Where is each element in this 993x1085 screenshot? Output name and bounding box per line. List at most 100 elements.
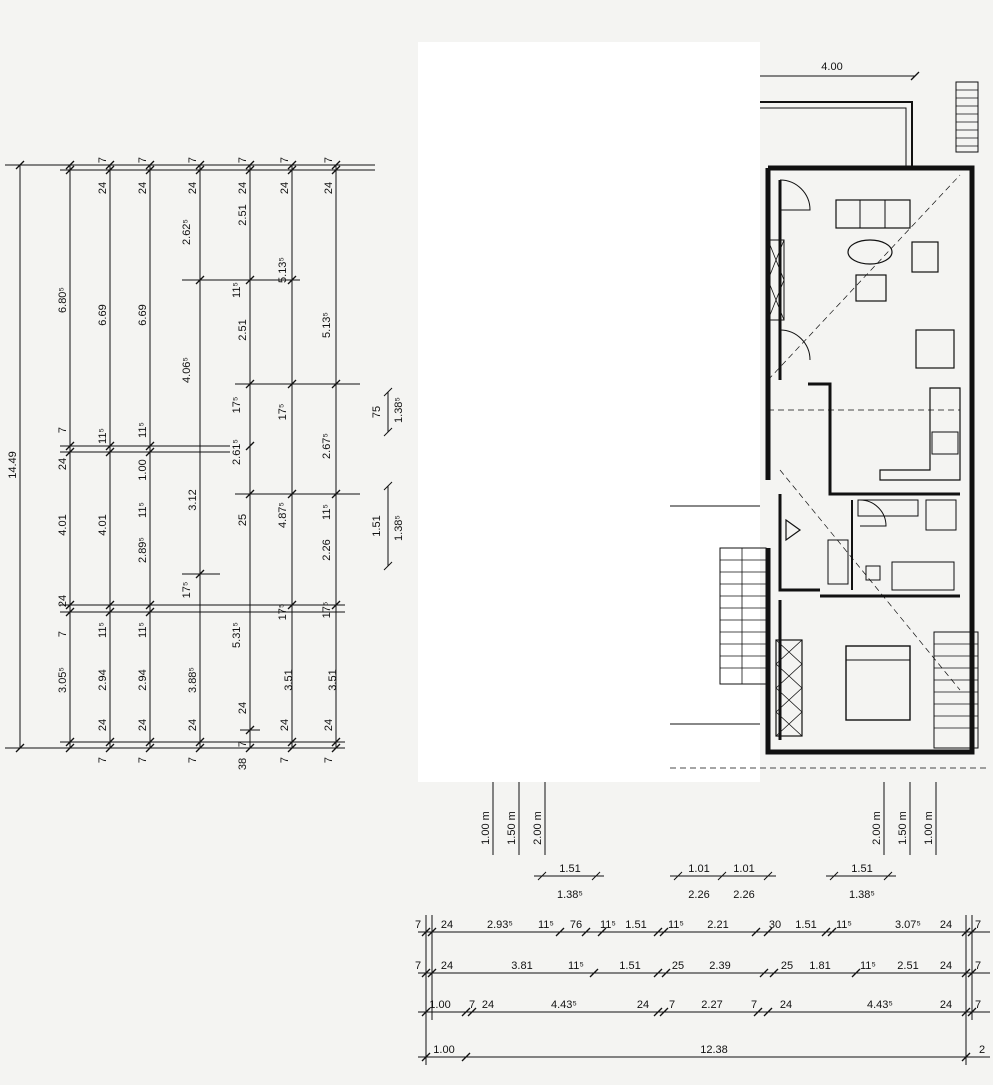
dim-end-label: 24 <box>97 719 109 731</box>
dim-label: 11⁵ <box>668 919 684 931</box>
dim-label: 1.00 <box>137 459 149 480</box>
dim-label: 2.94 <box>97 669 109 690</box>
dim-label: 7 <box>975 919 981 931</box>
dim-label: 24 <box>940 960 952 972</box>
window-height-label: 2.26 <box>733 889 754 901</box>
dim-label: 2.27 <box>701 999 722 1011</box>
window-dim-label: 75 <box>371 406 383 418</box>
dim-label: 11⁵ <box>137 422 149 438</box>
dim-end-label: 7 <box>187 757 199 763</box>
dim-label: 11⁵ <box>97 622 109 638</box>
dim-label: 2.51 <box>237 319 249 340</box>
dim-label: 2.26 <box>321 539 333 560</box>
dim-label: 24 <box>940 919 952 931</box>
dim-label: 11⁵ <box>321 504 333 520</box>
dim-label: 2 <box>979 1044 985 1056</box>
dim-end-label: 24 <box>323 719 335 731</box>
dim-label: 6.69 <box>97 304 109 325</box>
dim-label: 11⁵ <box>137 622 149 638</box>
dim-end-label: 24 <box>323 182 335 194</box>
window-height-label: 1.50 m <box>506 811 518 845</box>
dim-label: 4.06⁵ <box>181 357 193 383</box>
window-height-label: 1.00 m <box>480 811 492 845</box>
dim-label: 2.62⁵ <box>181 219 193 245</box>
window-height-label: 2.00 m <box>532 811 544 845</box>
window-height-label: 1.38⁵ <box>849 889 875 901</box>
dim-end-label: 7 <box>279 757 291 763</box>
dim-end-label: 24 <box>97 182 109 194</box>
blank-area <box>418 42 760 782</box>
dim-label: 2.51 <box>237 204 249 225</box>
dim-label: 7 <box>415 919 421 931</box>
dim-label: 7 <box>669 999 675 1011</box>
window-dim-label: 1.51 <box>371 515 383 536</box>
left-dimension-ticks <box>15 160 341 753</box>
dim-label: 4.87⁵ <box>277 502 289 528</box>
dim-label: 5.31⁵ <box>231 622 243 648</box>
dim-end-label: 24 <box>237 182 249 194</box>
dim-label: 17⁵ <box>277 404 289 421</box>
dim-label: 25 <box>781 960 793 972</box>
dim-label: 17⁵ <box>231 397 243 414</box>
dim-label: 24 <box>637 999 649 1011</box>
dim-end-label: 7 <box>323 757 335 763</box>
dim-label: 7 <box>975 960 981 972</box>
window-width-label: 1.51 <box>851 863 872 875</box>
dim-label: 11⁵ <box>538 919 554 931</box>
dim-label: 2.61⁵ <box>231 439 243 465</box>
dim-label: 2.21 <box>707 919 728 931</box>
dim-end-label: 7 <box>323 157 335 163</box>
dim-label: 11⁵ <box>568 960 584 972</box>
window-height-lines <box>492 782 937 855</box>
dim-end-label: 7 <box>97 157 109 163</box>
dim-label: 24 <box>57 595 69 607</box>
window-dim-label: 1.38⁵ <box>393 397 405 423</box>
dim-label: 24 <box>482 999 494 1011</box>
dim-label: 11⁵ <box>231 282 243 298</box>
floor-plan <box>670 71 990 769</box>
dim-label: 25 <box>672 960 684 972</box>
dim-label: 1.51 <box>625 919 646 931</box>
dim-label: 11⁵ <box>860 960 876 972</box>
dim-label: 2.93⁵ <box>487 919 513 931</box>
dim-label: 1.51 <box>795 919 816 931</box>
window-width-label: 1.01 <box>688 863 709 875</box>
dim-label: 3.88⁵ <box>187 667 199 693</box>
dim-label: 11⁵ <box>137 502 149 518</box>
dim-label: 11⁵ <box>600 919 616 931</box>
dim-label: 2.94 <box>137 669 149 690</box>
dim-end-label: 7 <box>97 757 109 763</box>
dim-label: 7 <box>57 631 69 637</box>
dim-label: 11⁵ <box>97 428 109 444</box>
dim-label: 1.81 <box>809 960 830 972</box>
dim-label: 4.43⁵ <box>551 999 577 1011</box>
dim-label: 3.05⁵ <box>57 667 69 693</box>
window-height-label: 2.26 <box>688 889 709 901</box>
dim-end-label: 24 <box>279 182 291 194</box>
window-height-label: 1.38⁵ <box>557 889 583 901</box>
dim-label: 3.51 <box>327 669 339 690</box>
dim-label: 24 <box>940 999 952 1011</box>
dim-label: 1.51 <box>619 960 640 972</box>
dim-label: 7 <box>57 427 69 433</box>
dim-label: 11⁵ <box>836 919 852 931</box>
window-height-label: 2.00 m <box>871 811 883 845</box>
dim-label: 17⁵ <box>321 602 333 619</box>
dim-end-label: 7 <box>187 157 199 163</box>
window-dims-left <box>383 387 393 571</box>
dim-label: 76 <box>570 919 582 931</box>
dim-end-label: 7 <box>279 157 291 163</box>
dim-end-label: 24 <box>187 182 199 194</box>
dim-label: 17⁵ <box>277 604 289 621</box>
dim-label: 3.81 <box>511 960 532 972</box>
dim-label: 17⁵ <box>181 582 193 599</box>
dim-label: 3.07⁵ <box>895 919 921 931</box>
dim-label: 7 <box>469 999 475 1011</box>
dim-end-label: 7 <box>137 157 149 163</box>
left-dimension-chains <box>5 164 375 749</box>
dim-end-label: 24 <box>137 719 149 731</box>
dim-label: 1.00 <box>433 1044 454 1056</box>
top-dimension-label: 4.00 <box>821 61 842 73</box>
